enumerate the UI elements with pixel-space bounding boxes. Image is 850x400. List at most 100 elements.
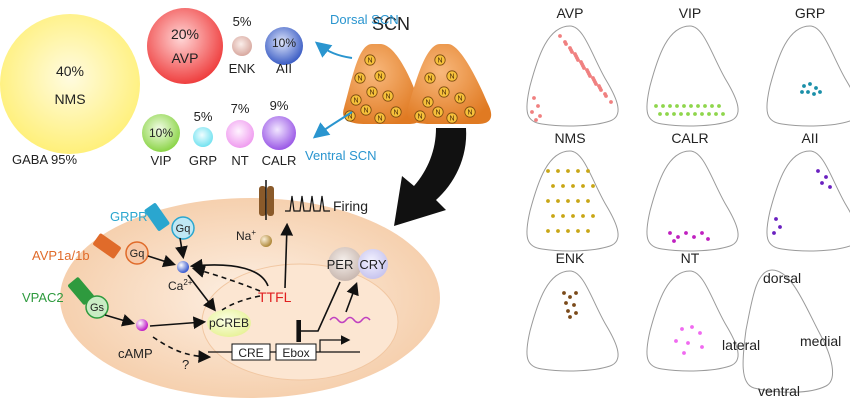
neuron-dot xyxy=(668,104,672,108)
neuron-dot xyxy=(564,42,568,46)
scn-neuron-label: N xyxy=(377,74,382,81)
scn-neuron-label: N xyxy=(437,58,442,65)
nt-label: NT xyxy=(231,153,248,168)
scn-neuron-label: N xyxy=(449,74,454,81)
neuron-dot xyxy=(812,92,816,96)
neuron-dot xyxy=(808,82,812,86)
ca-ion xyxy=(177,261,189,273)
vip-bubble xyxy=(142,114,180,152)
firing-label: Firing xyxy=(333,198,368,214)
neuron-dot xyxy=(654,104,658,108)
gq-top xyxy=(171,216,195,240)
scn-neuron-icon xyxy=(374,112,386,124)
neuron-dot xyxy=(706,237,710,241)
neuron-dot xyxy=(717,104,721,108)
neuron-dot xyxy=(682,104,686,108)
gq-top-label: Gq xyxy=(176,223,191,235)
scn-outline xyxy=(646,270,739,372)
map-title: AII xyxy=(801,130,818,146)
scn-neuron-icon xyxy=(422,96,434,108)
transcription-start xyxy=(319,335,351,352)
aii-pct: 10% xyxy=(272,36,296,50)
pcreb-blob xyxy=(207,309,251,337)
scn-neuron-icon xyxy=(366,86,378,98)
neuron-dot xyxy=(536,104,540,108)
neuron-dot xyxy=(594,82,598,86)
neuron-dot xyxy=(696,104,700,108)
na-label: Na+ xyxy=(236,228,256,243)
neuron-dot xyxy=(802,84,806,88)
neuron-dot xyxy=(566,309,570,313)
vpac2-label: VPAC2 xyxy=(22,290,64,305)
map-title: CALR xyxy=(671,130,708,146)
enk-bubble xyxy=(232,36,252,56)
map-title: VIP xyxy=(679,5,702,21)
avp-receptor-label: AVP1a/1b xyxy=(32,248,90,263)
scn-neuron-icon xyxy=(382,90,394,102)
neuron-dot xyxy=(576,229,580,233)
map-grp: GRP xyxy=(766,5,850,127)
pcreb-label: pCREB xyxy=(209,316,249,330)
map-title: AVP xyxy=(557,5,584,21)
scn-neuron-icon xyxy=(360,104,372,116)
neuron-dot xyxy=(721,112,725,116)
neuron-dot xyxy=(564,301,568,305)
neuron-dot xyxy=(556,169,560,173)
neuron-dot xyxy=(806,90,810,94)
calr-pct: 9% xyxy=(270,98,289,113)
scn-neuron-label: N xyxy=(467,110,472,117)
map-calr: CALR xyxy=(646,130,739,252)
avp-label: AVP xyxy=(172,50,199,66)
neuron-dot xyxy=(816,169,820,173)
neuron-dot xyxy=(591,214,595,218)
neuron-dot xyxy=(568,295,572,299)
ebox-box xyxy=(275,343,317,361)
neuron-dot xyxy=(571,184,575,188)
neuron-dot xyxy=(690,325,694,329)
grpr-label: GRPR xyxy=(110,209,148,224)
orientation-panel: dorsal lateral medial ventral xyxy=(722,269,841,399)
neuron-dot xyxy=(570,50,574,54)
ventral-label: ventral xyxy=(758,383,800,399)
ventral-scn-label: Ventral SCN xyxy=(305,148,377,163)
neuron-dot xyxy=(546,229,550,233)
neuron-dot xyxy=(586,169,590,173)
scn-neuron-label: N xyxy=(353,98,358,105)
zoom-arrow xyxy=(394,128,467,226)
nms-pct: 40% xyxy=(56,63,84,79)
map-aii: AII xyxy=(766,130,850,252)
orientation-outline xyxy=(742,269,834,393)
neuron-dot xyxy=(530,110,534,114)
scn-neuron-label: N xyxy=(347,114,352,121)
neuron-dot xyxy=(556,229,560,233)
neuron-dot xyxy=(774,217,778,221)
neuron-dot xyxy=(672,239,676,243)
neuron-dot xyxy=(692,235,696,239)
ttfl-label: TTFL xyxy=(258,289,292,305)
scn-neuron-label: N xyxy=(385,94,390,101)
scn-outline xyxy=(526,270,619,372)
neuron-dot xyxy=(682,351,686,355)
neuron-dot xyxy=(561,214,565,218)
neuron-dot xyxy=(824,175,828,179)
scn-neuron-label: N xyxy=(357,76,362,83)
neuron-dot xyxy=(676,235,680,239)
neuron-dot xyxy=(700,112,704,116)
neuron-dot xyxy=(680,327,684,331)
cell-signaling: GRPR Gq AVP1a/1b Gq VPAC2 Gs Na+ Firing … xyxy=(22,180,440,398)
scn-neuron-icon xyxy=(414,110,426,122)
map-avp: AVP xyxy=(526,5,619,127)
neuron-dot xyxy=(566,199,570,203)
neuron-dot xyxy=(710,104,714,108)
neuron-dot xyxy=(572,303,576,307)
neuron-dot xyxy=(581,214,585,218)
avp-receptor xyxy=(93,233,121,259)
neuron-dot xyxy=(562,291,566,295)
cre-label: CRE xyxy=(238,346,263,360)
na-channel-right xyxy=(267,186,274,216)
nt-pct: 7% xyxy=(231,101,250,116)
mrna-squiggle xyxy=(329,316,371,324)
